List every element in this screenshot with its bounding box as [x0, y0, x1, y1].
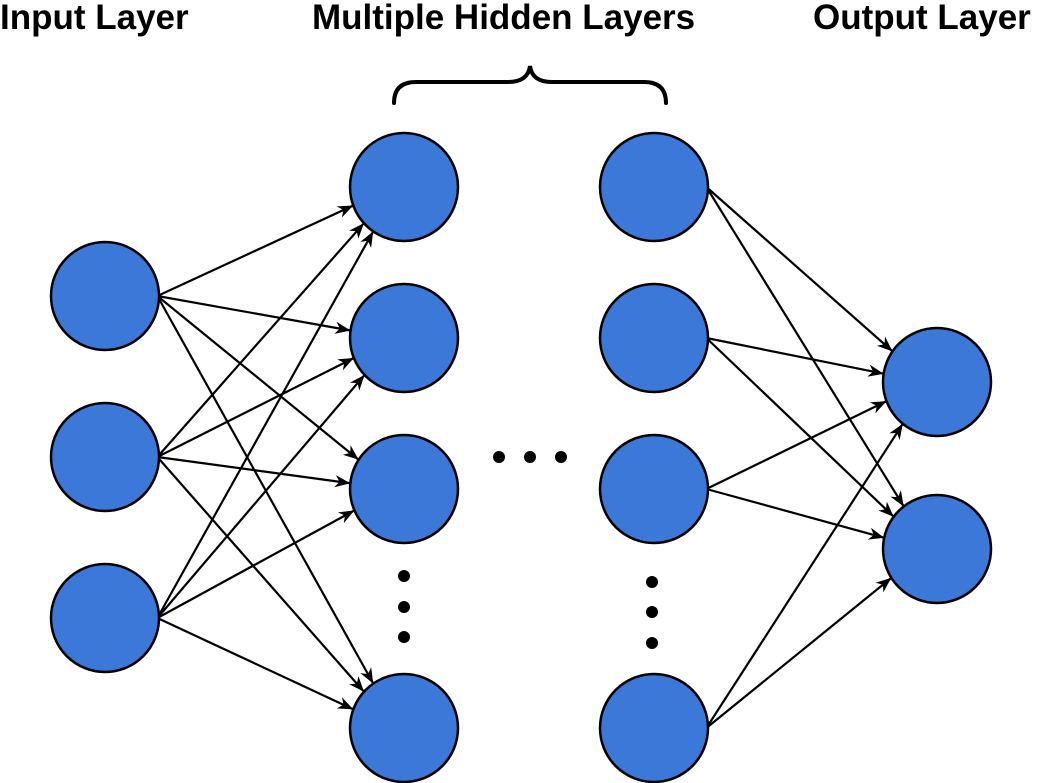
- hidden-first-ellipsis-dot-2: [398, 631, 410, 643]
- edge-input-0-to-hidden-first-2: [156, 295, 360, 461]
- hidden-last-ellipsis-dot-0: [646, 576, 658, 588]
- node-hidden-last-3: [598, 672, 710, 783]
- edge-input-1-to-hidden-first-1: [156, 356, 355, 458]
- edge-hidden-last-3-to-output-0: [705, 423, 904, 729]
- edge-input-1-to-hidden-first-3: [156, 456, 365, 693]
- edge-input-0-to-hidden-first-0: [156, 204, 354, 297]
- input-layer-label: Input Layer: [0, 0, 189, 37]
- node-hidden-first-3: [348, 672, 460, 783]
- horizontal-ellipsis-dot-0: [493, 451, 505, 463]
- hidden-first-ellipsis-dot-0: [398, 570, 410, 582]
- node-input-2: [49, 562, 161, 674]
- node-output-1: [881, 493, 993, 605]
- edge-hidden-last-1-to-output-1: [705, 337, 895, 518]
- edge-input-2-to-hidden-first-1: [156, 374, 366, 619]
- node-input-1: [49, 401, 161, 513]
- edge-input-1-to-hidden-first-2: [157, 455, 351, 488]
- edge-input-2-to-hidden-first-0: [156, 230, 375, 619]
- hidden-layers-label: Multiple Hidden Layers: [312, 0, 696, 37]
- edge-hidden-last-0-to-output-1: [705, 186, 905, 508]
- node-hidden-first-1: [348, 282, 460, 394]
- hidden-first-ellipsis-dot-1: [398, 601, 410, 613]
- nodes-group: [49, 131, 993, 783]
- edge-input-2-to-hidden-first-3: [156, 617, 354, 711]
- edge-input-0-to-hidden-first-1: [157, 294, 351, 334]
- edge-hidden-last-3-to-output-1: [705, 577, 893, 729]
- ellipsis-group: [398, 451, 658, 649]
- edge-hidden-last-0-to-output-0: [705, 186, 894, 353]
- horizontal-ellipsis-dot-2: [555, 451, 567, 463]
- node-hidden-last-2: [598, 433, 710, 545]
- output-layer-label: Output Layer: [813, 0, 1031, 37]
- edge-input-2-to-hidden-first-2: [156, 509, 355, 619]
- edge-hidden-last-2-to-output-0: [705, 400, 887, 490]
- edge-hidden-last-1-to-output-0: [706, 336, 884, 377]
- hidden-layers-brace: [392, 65, 668, 105]
- horizontal-ellipsis-dot-1: [524, 451, 536, 463]
- edge-hidden-last-2-to-output-1: [706, 487, 885, 540]
- edge-input-1-to-hidden-first-0: [156, 222, 365, 458]
- node-hidden-last-0: [598, 131, 710, 243]
- node-hidden-first-2: [348, 433, 460, 545]
- hidden-last-ellipsis-dot-2: [646, 637, 658, 649]
- node-hidden-last-1: [598, 282, 710, 394]
- node-input-0: [49, 240, 161, 352]
- hidden-last-ellipsis-dot-1: [646, 606, 658, 618]
- node-hidden-first-0: [348, 131, 460, 243]
- node-output-0: [881, 326, 993, 438]
- edges-group: [156, 186, 905, 729]
